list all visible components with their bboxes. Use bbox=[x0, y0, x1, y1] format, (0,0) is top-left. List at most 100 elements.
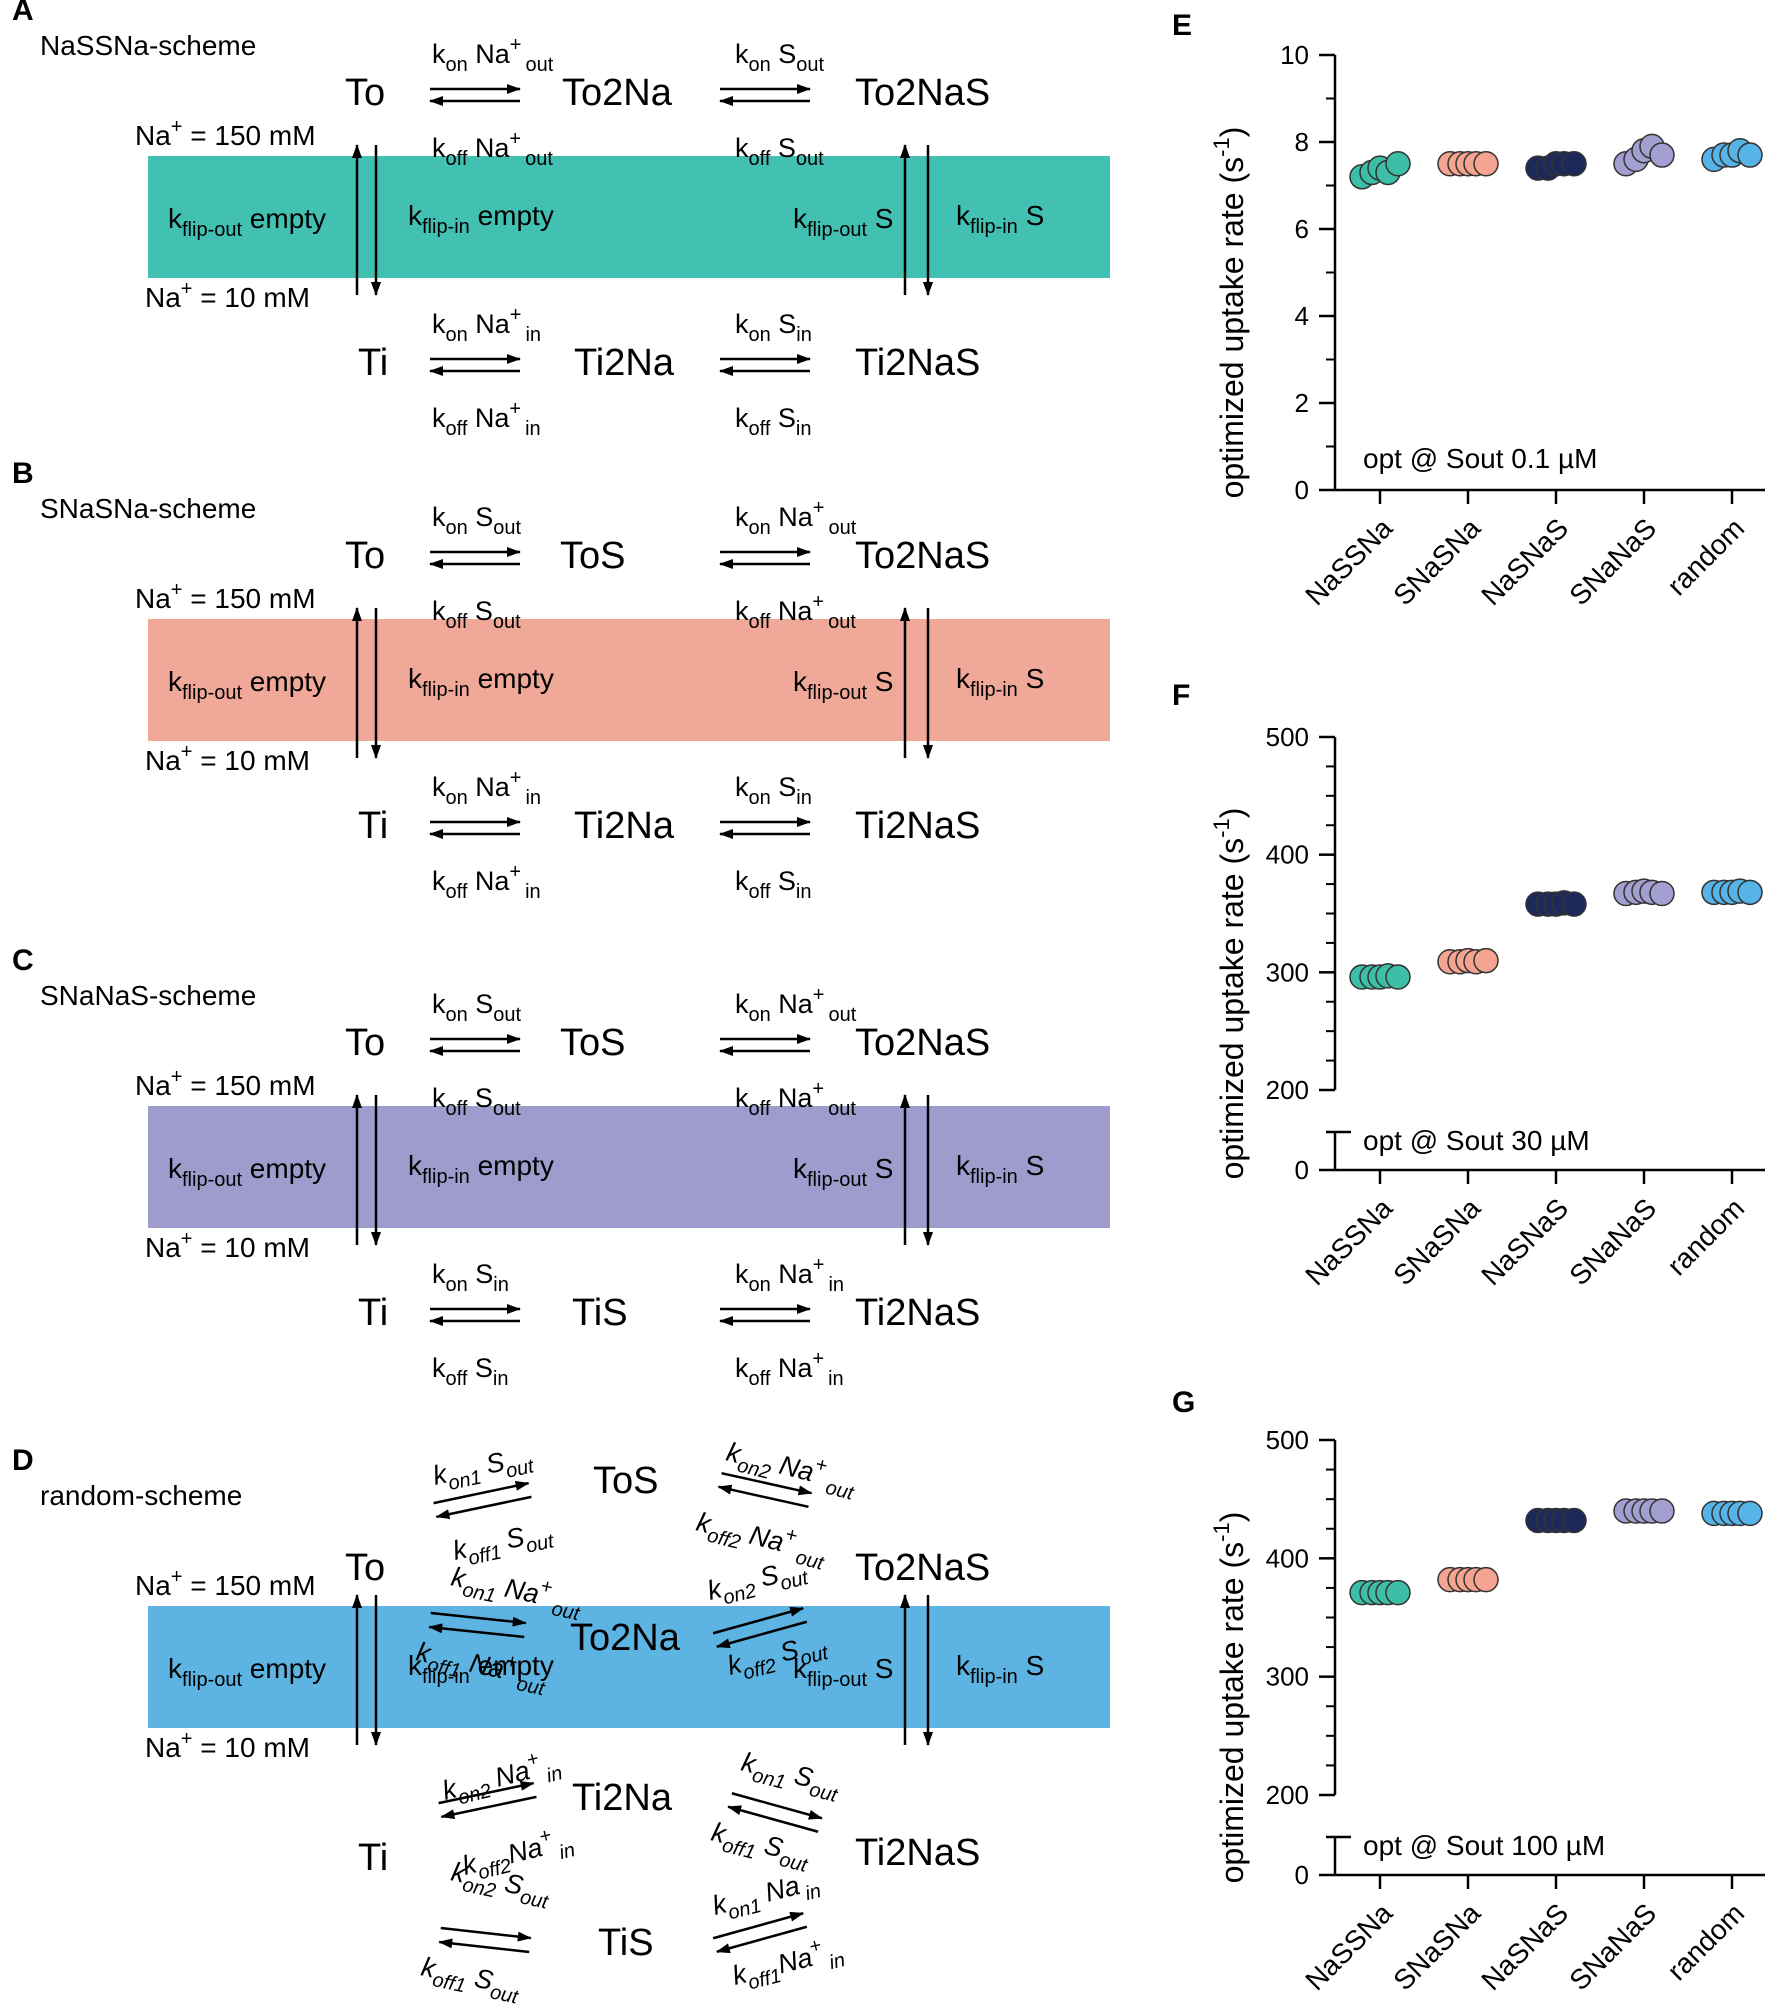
scheme-title: NaSSNa-scheme bbox=[40, 30, 256, 61]
chart-e: E0246810NaSSNaSNaSNaNaSNaSSNaNaSrandomop… bbox=[1172, 9, 1765, 611]
k-flip-in-s: kflip-in S bbox=[956, 663, 1044, 701]
data-point-snasna bbox=[1473, 151, 1499, 177]
x-tick-label: random bbox=[1661, 1897, 1750, 1986]
y-tick-label: 2 bbox=[1295, 388, 1309, 418]
x-tick-label: NaSSNa bbox=[1299, 1192, 1398, 1291]
y-axis-label: optimized uptake rate (s-1) bbox=[1209, 1512, 1250, 1884]
na-in-concentration: Na+ = 10 mM bbox=[145, 1228, 310, 1263]
arrows-to2na-to2nas-forward bbox=[712, 1606, 805, 1635]
k-flip-in-empty: kflip-in empty bbox=[408, 1650, 554, 1688]
data-point-snanas bbox=[1649, 142, 1675, 168]
rate-bottom-1-reverse: koff Na+in bbox=[432, 398, 541, 440]
state-ti2na: Ti2Na bbox=[572, 1777, 673, 1819]
state-tis: TiS bbox=[598, 1922, 654, 1964]
panel-letter-a: A bbox=[12, 0, 34, 27]
rate-top-1-reverse: koff Sout bbox=[432, 596, 521, 633]
rate-koff1-na-in: koff1Na+in bbox=[728, 1930, 847, 1998]
panel-letter-f: F bbox=[1172, 679, 1190, 712]
arrows-to-tos-forward bbox=[433, 1480, 530, 1505]
state-to2na: To2Na bbox=[562, 72, 673, 114]
y-tick-label: 0 bbox=[1295, 475, 1309, 505]
state-ti: Ti bbox=[358, 1292, 388, 1334]
x-tick-label: SNaSNa bbox=[1387, 512, 1486, 611]
y-axis-label: optimized uptake rate (s-1) bbox=[1209, 808, 1250, 1180]
rate-kon1-sout-lower: kon1 Sout bbox=[737, 1747, 845, 1807]
state-to2nas: To2NaS bbox=[855, 1022, 990, 1064]
x-tick-label: NaSSNa bbox=[1299, 512, 1398, 611]
k-flip-out-s: kflip-out S bbox=[793, 666, 894, 704]
scheme-title: SNaSNa-scheme bbox=[40, 493, 256, 524]
na-in-concentration: Na+ = 10 mM bbox=[145, 278, 310, 313]
k-flip-in-s: kflip-in S bbox=[956, 1150, 1044, 1188]
arrows-tis-ti2nas-forward bbox=[712, 1911, 805, 1940]
k-flip-in-empty: kflip-in empty bbox=[408, 200, 554, 238]
panel-letter-e: E bbox=[1172, 9, 1192, 42]
arrows-tos-to2nas-forward bbox=[721, 1471, 813, 1496]
y-tick-label: 300 bbox=[1266, 957, 1309, 987]
x-tick-label: NaSNaS bbox=[1475, 1897, 1574, 1996]
rate-kon2-na-out: kon2 Na+out bbox=[722, 1432, 862, 1505]
x-tick-label: random bbox=[1661, 1192, 1750, 1281]
state-tis: TiS bbox=[572, 1292, 628, 1334]
rate-bottom-1-forward: kon Na+in bbox=[432, 304, 541, 346]
state-to: To bbox=[345, 1547, 385, 1589]
rate-top-2-reverse: koff Na+out bbox=[735, 591, 856, 633]
state-ti2nas: Ti2NaS bbox=[855, 1832, 980, 1874]
y-tick-label: 200 bbox=[1266, 1075, 1309, 1105]
rate-top-1-reverse: koff Na+out bbox=[432, 128, 553, 170]
state-ti: Ti bbox=[358, 342, 388, 384]
rate-bottom-2-reverse: koff Sin bbox=[735, 866, 811, 903]
rate-bottom-2-forward: kon Sin bbox=[735, 772, 812, 809]
rate-bottom-2-forward: kon Sin bbox=[735, 309, 812, 346]
data-point-snasna bbox=[1473, 1566, 1499, 1593]
k-flip-out-empty: kflip-out empty bbox=[168, 1153, 326, 1191]
k-flip-out-s: kflip-out S bbox=[793, 1153, 894, 1191]
data-point-nassna bbox=[1385, 964, 1411, 990]
y-tick-label: 8 bbox=[1295, 127, 1309, 157]
scheme-title: random-scheme bbox=[40, 1480, 242, 1511]
y-tick-label: 500 bbox=[1266, 722, 1309, 752]
na-out-concentration: Na+ = 150 mM bbox=[135, 116, 316, 151]
panel-letter-c: C bbox=[12, 944, 34, 977]
state-to2na: To2Na bbox=[570, 1617, 681, 1659]
data-point-snasna bbox=[1473, 947, 1499, 974]
membrane-band bbox=[148, 1106, 1110, 1228]
arrows-to2na-to2nas-reverse bbox=[715, 1620, 808, 1649]
y-tick-label: 0 bbox=[1295, 1155, 1309, 1185]
y-tick-label: 6 bbox=[1295, 214, 1309, 244]
arrows-tos-to2nas-reverse bbox=[717, 1484, 809, 1509]
state-tos: ToS bbox=[560, 1022, 625, 1064]
state-ti2na: Ti2Na bbox=[574, 342, 675, 384]
state-to: To bbox=[345, 1022, 385, 1064]
k-flip-in-empty: kflip-in empty bbox=[408, 1150, 554, 1188]
y-tick-label: 200 bbox=[1266, 1780, 1309, 1810]
na-in-concentration: Na+ = 10 mM bbox=[145, 1728, 310, 1763]
k-flip-in-empty: kflip-in empty bbox=[408, 663, 554, 701]
state-to2nas: To2NaS bbox=[855, 1547, 990, 1589]
rate-bottom-2-reverse: koff Sin bbox=[735, 403, 811, 440]
na-out-concentration: Na+ = 150 mM bbox=[135, 1066, 316, 1101]
state-tos: ToS bbox=[560, 535, 625, 577]
x-tick-label: SNaNaS bbox=[1563, 1897, 1662, 1996]
x-tick-label: SNaNaS bbox=[1563, 1192, 1662, 1291]
x-tick-label: NaSNaS bbox=[1475, 1192, 1574, 1291]
y-tick-label: 300 bbox=[1266, 1662, 1309, 1692]
rate-kon1-sout: kon1 Sout bbox=[430, 1440, 537, 1497]
state-ti2nas: Ti2NaS bbox=[855, 1292, 980, 1334]
membrane-band bbox=[148, 1606, 1110, 1728]
rate-kon1-na-in: kon1 Nain bbox=[709, 1865, 823, 1927]
na-in-concentration: Na+ = 10 mM bbox=[145, 741, 310, 776]
state-tos: ToS bbox=[593, 1460, 658, 1502]
rate-top-2-forward: kon Sout bbox=[735, 39, 825, 76]
data-point-nassna bbox=[1385, 1579, 1411, 1606]
arrows-ti-ti2na-reverse bbox=[440, 1795, 537, 1820]
state-ti2nas: Ti2NaS bbox=[855, 342, 980, 384]
panel-letter-d: D bbox=[12, 1444, 34, 1477]
k-flip-out-empty: kflip-out empty bbox=[168, 203, 326, 241]
arrows-ti2na-ti2nas-reverse bbox=[727, 1805, 819, 1833]
x-tick-label: SNaSNa bbox=[1387, 1192, 1486, 1291]
